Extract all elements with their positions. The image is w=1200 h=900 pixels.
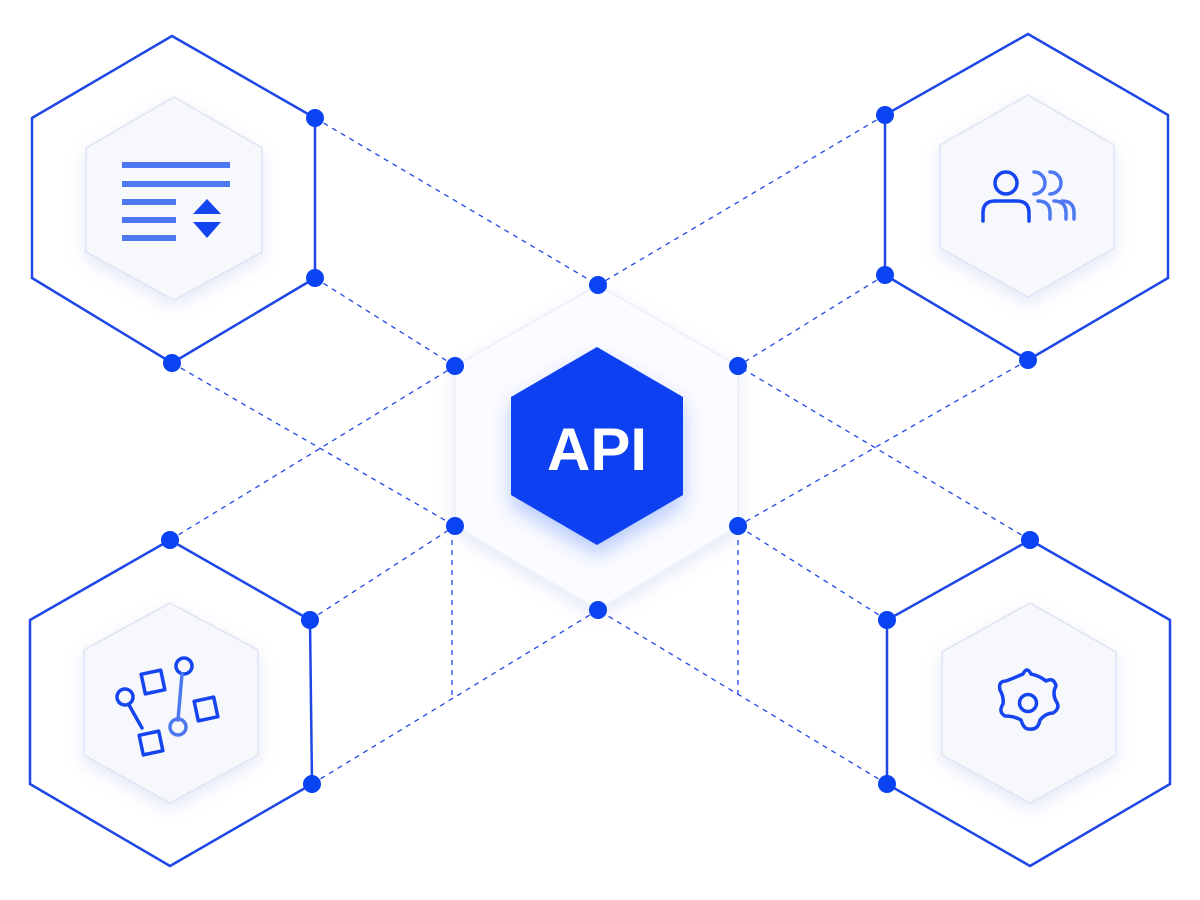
- connection-dot: [876, 106, 894, 124]
- connection-dot: [589, 601, 607, 619]
- node-top-left[interactable]: [30, 34, 317, 365]
- connection-dot: [306, 269, 324, 287]
- sort-list-icon: [122, 162, 230, 241]
- connection-dots: [161, 106, 1039, 793]
- connection-dot: [306, 109, 324, 127]
- connection-dot: [163, 354, 181, 372]
- api-label: API: [547, 416, 647, 483]
- connection-dot: [878, 775, 896, 793]
- connection-dot: [876, 266, 894, 284]
- connector-line: [737, 274, 886, 367]
- connection-dot: [1019, 351, 1037, 369]
- connector-line: [314, 277, 456, 367]
- connector-line: [169, 365, 456, 541]
- users-group-icon: [981, 170, 1076, 223]
- node-top-right[interactable]: [883, 32, 1170, 362]
- connection-dot: [878, 611, 896, 629]
- connector-line: [737, 365, 1031, 541]
- connection-dot: [301, 611, 319, 629]
- api-hexagon: [511, 347, 683, 545]
- inner-hexagon: [941, 602, 1117, 804]
- api-center-node[interactable]: API: [454, 283, 739, 612]
- inner-hexagon: [83, 602, 259, 804]
- connector-line: [597, 114, 886, 286]
- connection-dot: [446, 357, 464, 375]
- connector-line: [309, 525, 456, 621]
- connector-line: [737, 525, 888, 621]
- node-bottom-right[interactable]: [885, 538, 1172, 868]
- gear-icon: [997, 668, 1060, 731]
- connector-line: [737, 359, 1029, 527]
- connection-dot: [303, 775, 321, 793]
- inner-hexagon: [85, 96, 263, 301]
- connector-line: [597, 609, 888, 785]
- connection-dot: [161, 531, 179, 549]
- connection-dot: [729, 357, 747, 375]
- connection-dot: [589, 276, 607, 294]
- connector-line: [311, 609, 599, 785]
- inner-hexagon: [939, 94, 1115, 298]
- connector-line: [314, 117, 599, 286]
- connection-dot: [1021, 531, 1039, 549]
- connection-dot: [446, 517, 464, 535]
- connection-dot: [729, 517, 747, 535]
- node-bottom-left[interactable]: [28, 538, 314, 868]
- connector-line: [171, 362, 456, 527]
- workflow-icon: [115, 656, 220, 757]
